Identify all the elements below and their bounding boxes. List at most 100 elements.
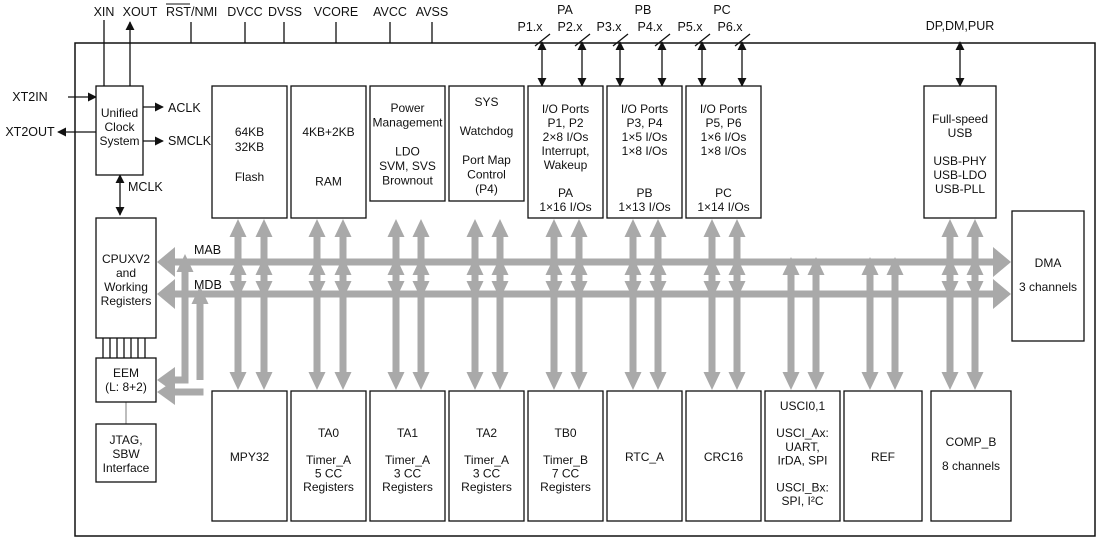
bus-riser-bottom bbox=[255, 257, 273, 390]
block-text-line: I/O Ports bbox=[542, 102, 589, 116]
eem-cpu-lines bbox=[102, 338, 146, 358]
eem-label: EEM(L: 8+2) bbox=[105, 366, 147, 394]
bus-riser-bottom bbox=[807, 257, 825, 390]
block-text-line: USB-PHY bbox=[933, 154, 986, 168]
bus-riser-bottom bbox=[624, 257, 642, 390]
label-mclk: MCLK bbox=[128, 180, 163, 194]
block-ta0 bbox=[290, 390, 367, 522]
block-text-line: Full-speed bbox=[932, 112, 988, 126]
block-tb0 bbox=[527, 390, 604, 522]
bus-riser-bottom bbox=[861, 257, 879, 390]
block-text-line: Power bbox=[390, 101, 424, 115]
label-p3x: P3.x bbox=[596, 20, 622, 34]
block-text-line: 1×6 I/Os bbox=[701, 130, 747, 144]
block-text-line: 1×5 I/Os bbox=[622, 130, 668, 144]
block-dma bbox=[1011, 210, 1085, 342]
block-text-line: CPUXV2 bbox=[102, 252, 150, 266]
label-smclk: SMCLK bbox=[168, 134, 212, 148]
pin-xin: XIN bbox=[94, 5, 115, 19]
label-p4x: P4.x bbox=[637, 20, 663, 34]
block-text-line: USB-LDO bbox=[933, 168, 986, 182]
block-ucs bbox=[95, 85, 144, 176]
eem-tap-arrow-b bbox=[157, 380, 204, 405]
block-text-line: System bbox=[99, 134, 139, 148]
block-text-line: 1×13 I/Os bbox=[618, 200, 670, 214]
pin-vcore: VCORE bbox=[314, 5, 358, 19]
block-text-line: COMP_B bbox=[946, 435, 997, 449]
block-text-line: TA0 bbox=[318, 426, 339, 440]
block-text-line: Timer_A bbox=[306, 453, 351, 467]
block-text-line: Registers bbox=[303, 480, 354, 494]
block-text-line: Control bbox=[467, 168, 506, 182]
block-text-line: TA1 bbox=[397, 426, 418, 440]
label-aclk: ACLK bbox=[168, 101, 201, 115]
pin-avcc: AVCC bbox=[373, 5, 407, 19]
bus-riser-bottom bbox=[412, 257, 430, 390]
block-text-line: USCI0,1 bbox=[780, 399, 826, 413]
block-text-line: 5 CC bbox=[315, 467, 343, 481]
block-text-line: Clock bbox=[104, 120, 135, 134]
label-mdb: MDB bbox=[194, 278, 222, 292]
block-text-line: P1, P2 bbox=[547, 116, 583, 130]
block-text-line: UART, bbox=[785, 440, 819, 454]
ref-label: REF bbox=[871, 450, 895, 464]
pin-xt2in: XT2IN bbox=[12, 90, 47, 104]
block-text-line: Timer_A bbox=[385, 453, 430, 467]
block-text-line: Interrupt, bbox=[541, 144, 589, 158]
label-p1x: P1.x bbox=[517, 20, 543, 34]
pin-usb: DP,DM,PUR bbox=[926, 19, 995, 33]
bus-riser-bottom bbox=[941, 257, 959, 390]
block-text-line: CRC16 bbox=[704, 450, 744, 464]
block-text-line: LDO bbox=[395, 145, 420, 159]
block-text-line: USCI_Bx: bbox=[776, 481, 829, 495]
block-comp bbox=[930, 390, 1012, 522]
block-mpy bbox=[211, 390, 288, 522]
block-text-line: USCI_Ax: bbox=[776, 426, 829, 440]
bus-riser-bottom bbox=[229, 257, 247, 390]
block-jtag bbox=[95, 423, 157, 483]
block-text-line: P3, P4 bbox=[626, 116, 662, 130]
block-text-line: P5, P6 bbox=[705, 116, 741, 130]
block-pb bbox=[606, 85, 683, 219]
block-rtc bbox=[606, 390, 683, 522]
bus-riser-bottom bbox=[491, 257, 509, 390]
crc-label: CRC16 bbox=[704, 450, 744, 464]
top-pin-wires bbox=[103, 20, 433, 88]
block-text-line: SVM, SVS bbox=[379, 159, 436, 173]
block-text-line: Brownout bbox=[382, 174, 433, 188]
block-text-line: (P4) bbox=[475, 182, 498, 196]
block-text-line: 64KB bbox=[235, 125, 264, 139]
eem-tap-arrow-a bbox=[157, 367, 189, 393]
block-text-line: and bbox=[116, 266, 136, 280]
pin-dvss: DVSS bbox=[268, 5, 302, 19]
bus-riser-bottom bbox=[782, 257, 800, 390]
pin-rst-nmi: RST/NMI bbox=[166, 5, 217, 19]
eem-bus-tap bbox=[176, 254, 194, 380]
pin-xout: XOUT bbox=[123, 5, 158, 19]
block-text-line: 3 CC bbox=[394, 467, 422, 481]
label-p2x: P2.x bbox=[557, 20, 583, 34]
block-text-line: 1×8 I/Os bbox=[701, 144, 747, 158]
bus-riser-bottom bbox=[703, 257, 721, 390]
block-text-line: 3 CC bbox=[473, 467, 501, 481]
block-text-line: I/O Ports bbox=[700, 102, 747, 116]
block-text-line: EEM bbox=[113, 366, 139, 380]
block-text-line: PB bbox=[636, 186, 652, 200]
label-p6x: P6.x bbox=[717, 20, 743, 34]
bus-riser-bottom bbox=[308, 257, 326, 390]
block-text-line: USB-PLL bbox=[935, 182, 985, 196]
block-ta2 bbox=[448, 390, 525, 522]
